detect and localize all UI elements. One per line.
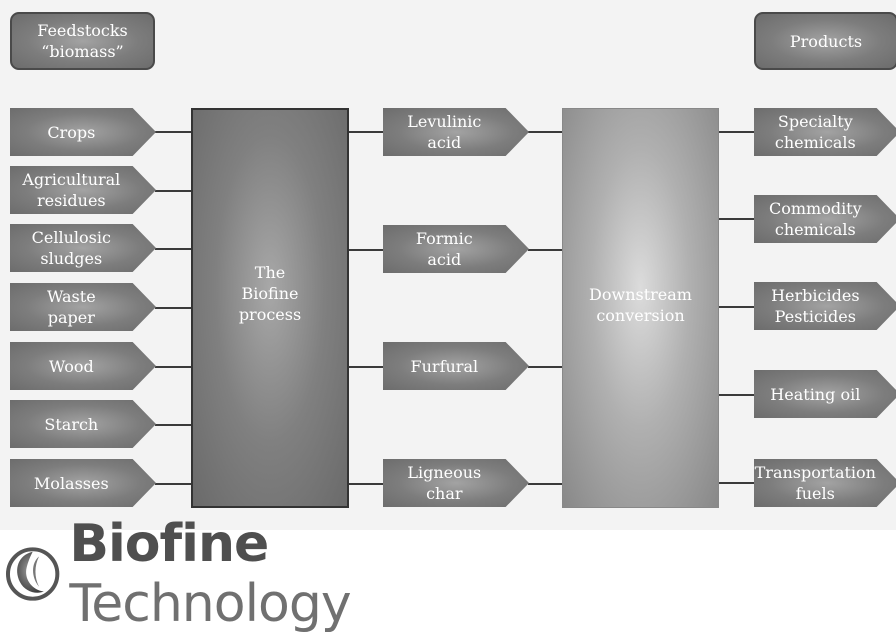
connector-formic bbox=[348, 249, 384, 251]
connector-crops bbox=[155, 131, 192, 133]
product-label: Heating oil bbox=[770, 384, 861, 404]
feedstock-starch: Starch bbox=[10, 400, 156, 448]
connector-specialty bbox=[718, 131, 754, 133]
feedstock-molasses: Molasses bbox=[10, 459, 156, 507]
product-label: Specialty chemicals bbox=[774, 112, 856, 152]
connector-ligneous bbox=[348, 483, 384, 485]
feedstock-agricultural-residues: Agricultural residues bbox=[10, 166, 156, 214]
connector-furfural-out bbox=[528, 366, 563, 368]
intermediate-label: Formic acid bbox=[415, 229, 473, 269]
logo-word-technology: Technology bbox=[69, 574, 351, 634]
connector-levulinic-out bbox=[528, 131, 563, 133]
connector-agricultural-residues bbox=[155, 190, 192, 192]
feedstock-label: Cellulosic sludges bbox=[31, 228, 111, 268]
connector-herbicides bbox=[718, 306, 754, 308]
biofine-logo-swirl-icon bbox=[5, 547, 60, 601]
product-heating-oil: Heating oil bbox=[754, 370, 896, 418]
intermediate-formic-acid: Formic acid bbox=[383, 225, 529, 273]
connector-transportation bbox=[718, 482, 754, 484]
product-herbicides-pesticides: Herbicides Pesticides bbox=[754, 282, 896, 330]
product-specialty-chemicals: Specialty chemicals bbox=[754, 108, 896, 156]
connector-waste-paper bbox=[155, 307, 192, 309]
feedstock-label: Waste paper bbox=[46, 287, 96, 327]
connector-ligneous-out bbox=[528, 483, 563, 485]
product-label: Transportation fuels bbox=[754, 463, 876, 503]
feedstock-label: Wood bbox=[48, 356, 94, 376]
products-header: Products bbox=[754, 12, 896, 70]
biofine-technology-logo: Biofine Technology bbox=[4, 514, 464, 634]
product-commodity-chemicals: Commodity chemicals bbox=[754, 195, 896, 243]
feedstock-crops: Crops bbox=[10, 108, 156, 156]
connector-cellulosic-sludges bbox=[155, 248, 192, 250]
connector-formic-out bbox=[528, 249, 563, 251]
downstream-conversion-box: Downstream conversion bbox=[562, 108, 719, 508]
logo-wordmark: Biofine Technology bbox=[69, 514, 464, 634]
intermediate-label: Levulinic acid bbox=[407, 112, 482, 152]
feedstock-label: Agricultural residues bbox=[22, 170, 121, 210]
intermediate-label: Ligneous char bbox=[407, 463, 482, 503]
connector-wood bbox=[155, 366, 192, 368]
intermediate-label: Furfural bbox=[410, 356, 479, 376]
feedstock-waste-paper: Waste paper bbox=[10, 283, 156, 331]
feedstocks-header: Feedstocks “biomass” bbox=[10, 12, 155, 70]
biofine-process-box: The Biofine process bbox=[191, 108, 349, 508]
connector-levulinic bbox=[348, 131, 384, 133]
biofine-process-diagram: Feedstocks “biomass” Products Crops Agri… bbox=[0, 0, 896, 530]
feedstock-label: Starch bbox=[44, 414, 99, 434]
connector-heating-oil bbox=[718, 394, 754, 396]
intermediate-furfural: Furfural bbox=[383, 342, 529, 390]
feedstock-label: Crops bbox=[47, 122, 96, 142]
feedstock-cellulosic-sludges: Cellulosic sludges bbox=[10, 224, 156, 272]
product-transportation-fuels: Transportation fuels bbox=[754, 459, 896, 507]
connector-molasses bbox=[155, 483, 192, 485]
conversion-label: Downstream conversion bbox=[589, 285, 692, 325]
logo-word-biofine: Biofine bbox=[69, 514, 269, 574]
connector-commodity bbox=[718, 218, 754, 220]
connector-furfural bbox=[348, 366, 384, 368]
product-label: Herbicides Pesticides bbox=[771, 286, 860, 326]
process-label: The Biofine process bbox=[238, 262, 302, 324]
product-label: Commodity chemicals bbox=[768, 199, 862, 239]
intermediate-levulinic-acid: Levulinic acid bbox=[383, 108, 529, 156]
feedstock-label: Molasses bbox=[33, 473, 109, 493]
feedstock-wood: Wood bbox=[10, 342, 156, 390]
intermediate-ligneous-char: Ligneous char bbox=[383, 459, 529, 507]
connector-starch bbox=[155, 424, 192, 426]
